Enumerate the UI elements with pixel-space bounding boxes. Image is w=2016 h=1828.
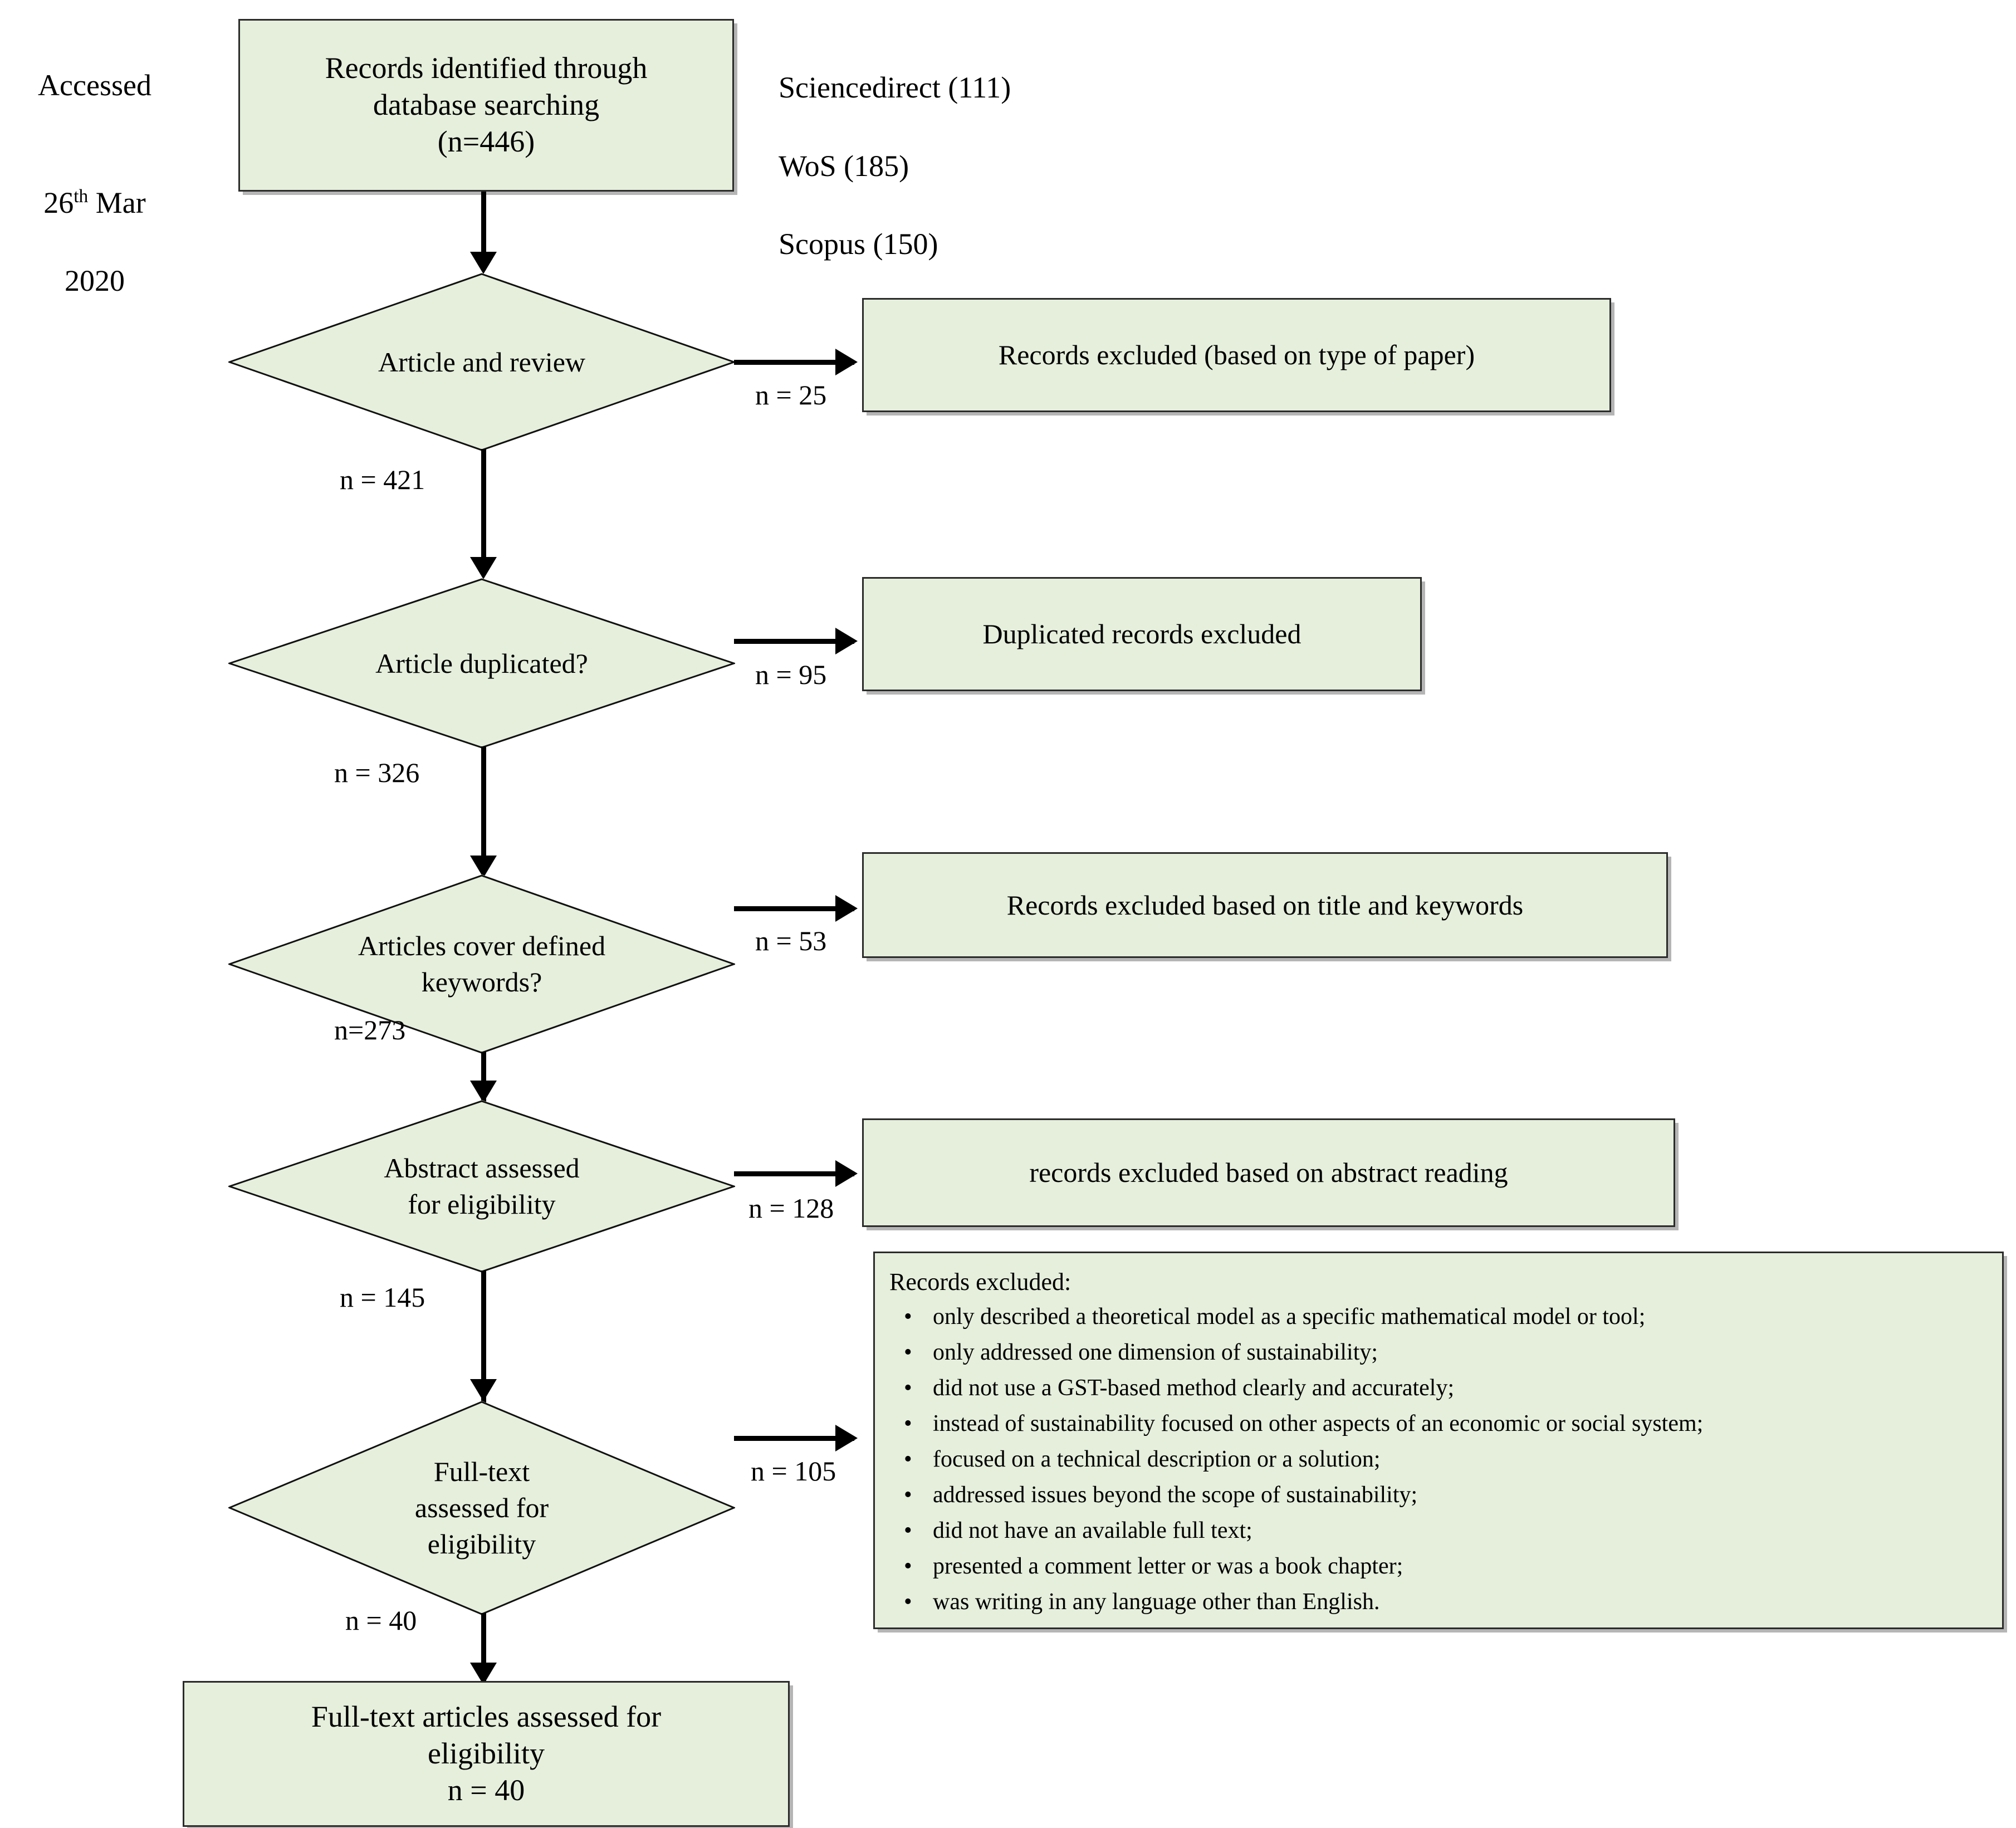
box-excluded-abstract: records excluded based on abstract readi… [862, 1118, 1675, 1227]
box-final-fulltext-articles-label: Full-text articles assessed for eligibil… [311, 1700, 662, 1807]
connector-duplicated-to-excluded-duplicates [734, 639, 854, 644]
box-excluded-title-keywords-label: Records excluded based on title and keyw… [1006, 889, 1524, 921]
exclusion-reason-item: • only addressed one dimension of sustain… [904, 1335, 1988, 1370]
label-n-excluded-abstract: n = 128 [748, 1192, 834, 1224]
label-n-excluded-title-keywords: n = 53 [755, 925, 827, 956]
exclusion-reason-item: • was writing in any language other than … [904, 1584, 1988, 1620]
arrowhead-right-2 [835, 628, 858, 654]
connector-keywords-to-excluded-title [734, 906, 854, 911]
connector-article-review-to-duplicated [481, 449, 486, 569]
bullet-icon: • [904, 1589, 912, 1615]
arrowhead-right-4 [835, 1160, 858, 1187]
database-counts: Sciencedirect (111) WoS (185) Scopus (15… [779, 29, 1280, 302]
arrowhead-right-1 [835, 349, 858, 375]
arrowhead-right-5 [835, 1425, 858, 1451]
arrowhead-right-3 [835, 895, 858, 922]
access-line-2: 26th Mar [6, 144, 184, 222]
label-n-40: n = 40 [345, 1605, 417, 1636]
connector-fulltext-to-exclusion-list [734, 1436, 854, 1441]
bullet-icon: • [904, 1446, 912, 1473]
diamond-articles-cover-keywords: Articles cover defined keywords? [228, 874, 735, 1054]
exclusion-reasons-list: • only described a theoretical model as a… [889, 1299, 1988, 1620]
diamond-article-and-review: Article and review [228, 273, 735, 451]
diamond-fulltext-assessed: Full-text assessed for eligibility [228, 1401, 735, 1615]
exclusion-reason-text: was writing in any language other than E… [933, 1589, 1380, 1615]
exclusion-reason-text: only addressed one dimension of sustaina… [933, 1340, 1378, 1366]
exclusion-reason-text: addressed issues beyond the scope of sus… [933, 1482, 1418, 1508]
label-n-excluded-duplicates: n = 95 [755, 659, 827, 690]
database-item-sciencedirect: Sciencedirect (111) [779, 71, 1011, 105]
exclusion-reason-text: instead of sustainability focused on oth… [933, 1411, 1704, 1437]
access-day-suffix: th [74, 185, 89, 207]
diamond-abstract-assessed-label: Abstract assessed for eligibility [384, 1152, 580, 1220]
label-n-145: n = 145 [340, 1282, 425, 1313]
bullet-icon: • [904, 1375, 912, 1401]
exclusion-reason-item: • did not use a GST-based method clearly … [904, 1370, 1988, 1406]
exclusion-reason-item: • instead of sustainability focused on ot… [904, 1406, 1988, 1441]
exclusion-reasons-title: Records excluded: [889, 1268, 1071, 1296]
connector-identified-to-article-review [481, 192, 486, 258]
arrowhead-down-4 [470, 1081, 497, 1103]
exclusion-reason-item: • presented a comment letter or was a boo… [904, 1548, 1988, 1584]
connector-duplicated-to-keywords [481, 746, 486, 867]
box-records-identified: Records identified through database sear… [238, 19, 734, 192]
label-n-excluded-type: n = 25 [755, 379, 827, 410]
access-date-note: Accessed 26th Mar 2020 [6, 27, 184, 340]
box-exclusion-reasons: Records excluded: • only described a theo… [873, 1252, 2004, 1629]
diamond-abstract-assessed: Abstract assessed for eligibility [228, 1100, 735, 1273]
box-records-identified-label: Records identified through database sear… [325, 51, 648, 158]
label-n-273: n=273 [334, 1014, 406, 1045]
access-month: Mar [88, 185, 146, 219]
label-n-421: n = 421 [340, 464, 425, 495]
exclusion-reason-text: did not have an available full text; [933, 1518, 1252, 1544]
access-line-1: Accessed [38, 69, 151, 102]
exclusion-reason-text: focused on a technical description or a … [933, 1446, 1381, 1473]
diamond-article-duplicated: Article duplicated? [228, 578, 735, 749]
diamond-articles-cover-keywords-label: Articles cover defined keywords? [358, 930, 606, 998]
connector-abstract-to-excluded-abstract [734, 1171, 854, 1176]
exclusion-reason-item: • did not have an available full text; [904, 1513, 1988, 1548]
box-excluded-duplicates: Duplicated records excluded [862, 577, 1422, 691]
exclusion-reason-text: presented a comment letter or was a book… [933, 1553, 1403, 1580]
diamond-article-and-review-label: Article and review [378, 346, 586, 378]
label-n-excluded-fulltext: n = 105 [751, 1455, 836, 1487]
database-item-wos: WoS (185) [779, 149, 909, 183]
diamond-article-duplicated-label: Article duplicated? [375, 647, 588, 679]
bullet-icon: • [904, 1340, 912, 1366]
box-excluded-type-of-paper-label: Records excluded (based on type of paper… [998, 339, 1475, 370]
access-day: 26 [43, 185, 74, 219]
diamond-fulltext-assessed-label: Full-text assessed for eligibility [414, 1456, 549, 1560]
bullet-icon: • [904, 1518, 912, 1544]
arrowhead-down-3 [470, 856, 497, 878]
exclusion-reason-item: • addressed issues beyond the scope of su… [904, 1477, 1988, 1513]
connector-fulltext-to-final [481, 1613, 486, 1687]
bullet-icon: • [904, 1553, 912, 1580]
exclusion-reason-item: • focused on a technical description or a… [904, 1441, 1988, 1477]
box-excluded-abstract-label: records excluded based on abstract readi… [1029, 1157, 1508, 1188]
database-item-scopus: Scopus (150) [779, 227, 938, 261]
bullet-icon: • [904, 1411, 912, 1437]
arrowhead-down-5 [470, 1379, 497, 1401]
box-excluded-title-keywords: Records excluded based on title and keyw… [862, 852, 1668, 958]
connector-article-review-to-excluded-type [734, 360, 854, 365]
exclusion-reason-text: only described a theoretical model as a … [933, 1304, 1646, 1330]
bullet-icon: • [904, 1304, 912, 1330]
connector-abstract-to-fulltext [481, 1270, 486, 1410]
box-excluded-type-of-paper: Records excluded (based on type of paper… [862, 298, 1611, 412]
access-line-3: 2020 [65, 264, 125, 298]
label-n-326: n = 326 [334, 757, 420, 788]
arrowhead-down-2 [470, 557, 497, 579]
box-excluded-duplicates-label: Duplicated records excluded [982, 618, 1301, 649]
arrowhead-down-1 [470, 252, 497, 274]
box-final-fulltext-articles: Full-text articles assessed for eligibil… [183, 1681, 790, 1827]
exclusion-reason-text: did not use a GST-based method clearly a… [933, 1375, 1455, 1401]
exclusion-reason-item: • only described a theoretical model as a… [904, 1299, 1988, 1335]
bullet-icon: • [904, 1482, 912, 1508]
